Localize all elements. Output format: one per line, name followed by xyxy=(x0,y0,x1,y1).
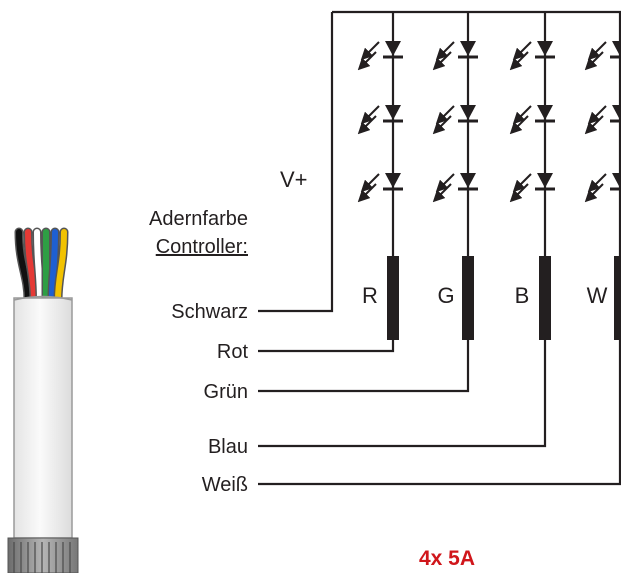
cable-strand xyxy=(32,227,45,305)
led-column-g xyxy=(432,12,478,340)
wire-label-gruen: Grün xyxy=(204,381,248,403)
cable-strand xyxy=(53,227,69,305)
wire-line-gruen xyxy=(258,340,470,393)
wire-label-rot: Rot xyxy=(217,341,249,363)
led-diode-icon xyxy=(357,41,403,71)
wire-line-blau xyxy=(258,340,547,448)
heading-line-1: Adernfarbe xyxy=(149,208,248,230)
led-column-b xyxy=(509,12,555,340)
wire-label-weiss: Weiß xyxy=(202,474,248,496)
channel-letter-b: B xyxy=(515,283,530,308)
wire-label-blau: Blau xyxy=(208,436,248,458)
led-diode-icon xyxy=(509,41,555,71)
wire-line-rot xyxy=(258,340,395,353)
led-diode-icon xyxy=(432,173,478,203)
led-diode-icon xyxy=(432,41,478,71)
resistor-block xyxy=(614,256,621,340)
led-column-w xyxy=(584,12,621,340)
cable-illustration xyxy=(7,227,79,573)
cable-gland xyxy=(7,537,79,573)
led-channel-grid xyxy=(332,10,621,340)
led-diode-icon xyxy=(584,173,621,203)
channel-letter-g: G xyxy=(437,283,454,308)
resistor-block xyxy=(462,256,474,340)
wire-line-schwarz xyxy=(258,12,334,313)
current-rating-label: 4x 5A xyxy=(419,547,475,570)
resistor-block xyxy=(539,256,551,340)
led-diode-icon xyxy=(584,105,621,135)
wire-line-weiss xyxy=(258,340,621,486)
led-diode-icon xyxy=(509,173,555,203)
channel-letter-r: R xyxy=(362,283,378,308)
cable-strand xyxy=(23,227,39,305)
resistor-block xyxy=(387,256,399,340)
led-diode-icon xyxy=(584,41,621,71)
cable-sheath xyxy=(13,297,73,539)
led-diode-icon xyxy=(432,105,478,135)
cable-strand xyxy=(14,227,33,305)
controller-wires xyxy=(258,12,621,486)
cable-strand xyxy=(47,227,60,305)
led-diode-icon xyxy=(509,105,555,135)
led-diode-icon xyxy=(357,173,403,203)
channel-letter-w: W xyxy=(587,283,608,308)
supply-voltage-label: V+ xyxy=(280,167,308,192)
led-column-r xyxy=(357,12,403,340)
heading-line-2: Controller: xyxy=(156,236,248,258)
led-diode-icon xyxy=(357,105,403,135)
wire-label-schwarz: Schwarz xyxy=(171,301,248,323)
